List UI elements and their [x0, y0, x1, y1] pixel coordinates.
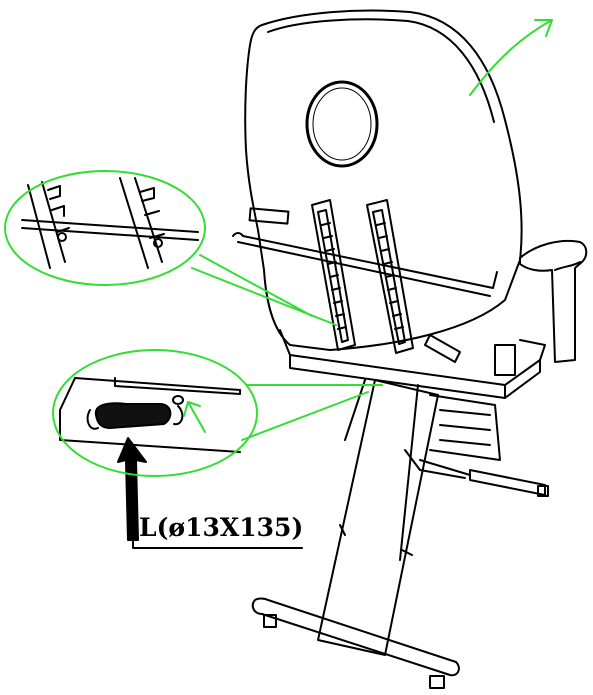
upper-detail-ellipse: [4, 170, 206, 286]
upper-leader-line: [199, 254, 313, 317]
backrest: [244, 9, 523, 351]
upper-detail-callout: [21, 177, 199, 269]
green-arrow-rotate: [469, 19, 553, 96]
headrest-hole: [305, 80, 379, 168]
pointer-arrow: [117, 437, 303, 549]
lower-detail-callout: [59, 377, 241, 453]
upper-leader-line-2: [191, 267, 337, 326]
chair-base: [251, 379, 549, 689]
lower-leader-line-2: [241, 391, 369, 441]
armrest: [519, 239, 588, 363]
spring-part: [94, 402, 172, 430]
green-arrow-small: [183, 401, 206, 433]
part-label: L(ø13X135): [139, 513, 304, 542]
support-rod: [232, 232, 498, 289]
lower-detail-ellipse: [52, 349, 258, 477]
ratchet-brackets: [248, 199, 414, 354]
seat-frame: [279, 329, 546, 399]
